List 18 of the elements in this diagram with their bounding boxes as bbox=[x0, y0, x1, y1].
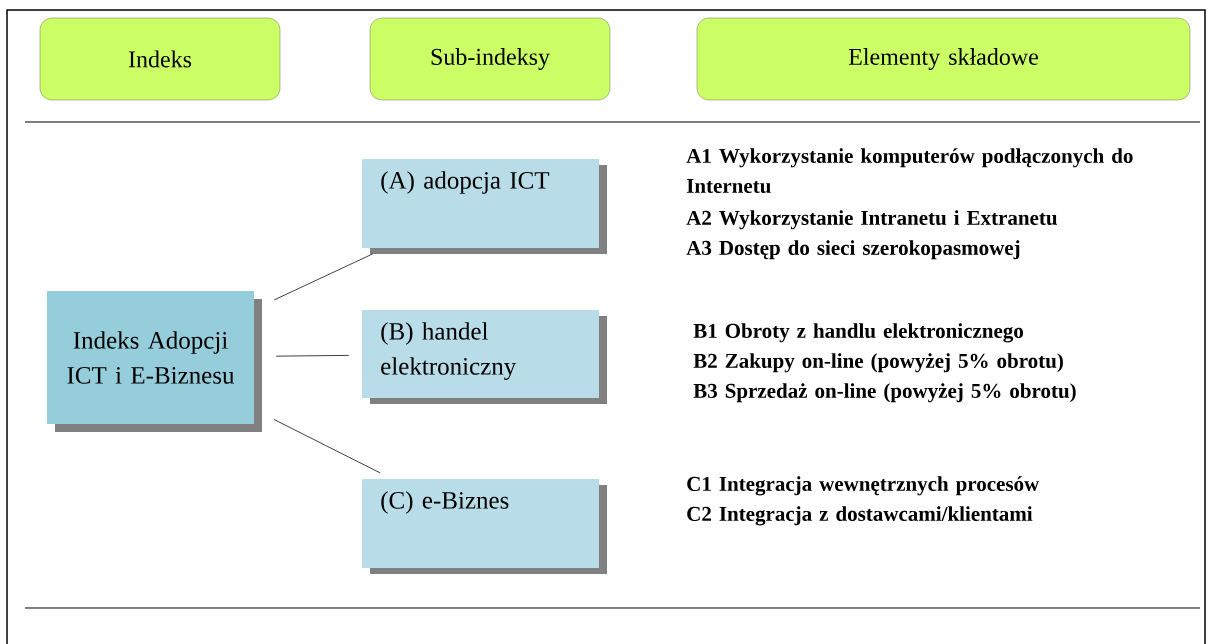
subindex-box: (B) handel elektroniczny bbox=[362, 310, 607, 404]
subindex-box: (A) adopcja ICT bbox=[362, 159, 607, 254]
component-text: C1 Integracja wewnętrznych procesów bbox=[687, 476, 1040, 496]
index-box: Indeks Adopcji ICT i E-Biznesu bbox=[47, 291, 262, 432]
column-header: Sub-indeksy bbox=[369, 17, 611, 101]
connector-line bbox=[273, 418, 381, 474]
component-text: A3 Dostęp do sieci szerokopasmowej bbox=[686, 240, 1020, 260]
connector-line bbox=[273, 253, 374, 301]
column-header: Indeks bbox=[39, 17, 281, 101]
component-text: B2 Zakupy on-line (powyżej 5% obrotu) bbox=[693, 353, 1063, 373]
connector-line bbox=[275, 354, 350, 357]
component-text: A2 Wykorzystanie Intranetu i Extranetu bbox=[686, 210, 1057, 230]
component-text: B3 Sprzedaż on-line (powyżej 5% obrotu) bbox=[693, 383, 1076, 403]
component-text: A1 Wykorzystanie komputerów podłączonych do Internetu bbox=[686, 148, 1133, 194]
component-text: B1 Obroty z handlu elektronicznego bbox=[693, 323, 1023, 343]
subindex-box: (C) e-Biznes bbox=[362, 479, 607, 574]
column-header: Elementy składowe bbox=[696, 17, 1191, 101]
component-text: C2 Integracja z dostawcami/klientami bbox=[687, 506, 1033, 526]
